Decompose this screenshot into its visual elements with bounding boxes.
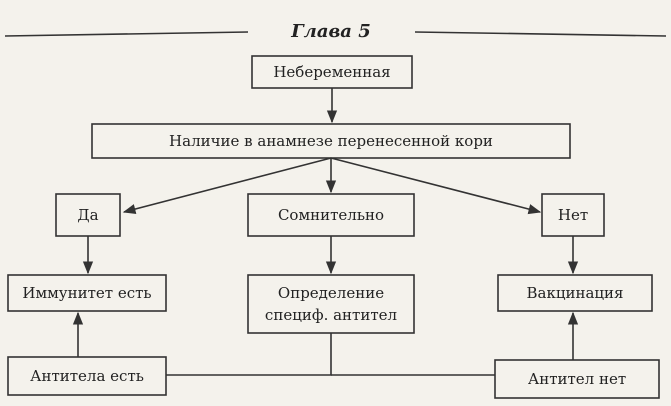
node-antibody-test-label-2: специф. антител xyxy=(265,306,397,324)
node-immunity-present-label: Иммунитет есть xyxy=(22,284,151,302)
node-antibodies-absent-box xyxy=(494,359,660,399)
line-test-to-antibodies-present xyxy=(166,333,332,376)
node-not-pregnant-label: Небеременная xyxy=(273,63,390,81)
node-measles-history-box xyxy=(91,123,571,159)
node-antibodies-present-label: Антитела есть xyxy=(30,367,144,385)
node-yes-label: Да xyxy=(77,206,98,224)
node-measles-history-label: Наличие в анамнезе перенесенной кори xyxy=(169,132,493,150)
node-doubtful-box xyxy=(247,193,415,237)
arrow-history-to-yes xyxy=(122,157,332,215)
node-vaccination-box xyxy=(497,274,653,312)
node-vaccination-label: Вакцинация xyxy=(526,284,623,302)
node-not-pregnant-box xyxy=(251,55,413,89)
node-antibody-test-label-1: Определение xyxy=(278,284,384,302)
node-immunity-present-box xyxy=(7,274,167,312)
header-rule-right xyxy=(414,31,667,37)
node-antibodies-absent-label: Антител нет xyxy=(528,370,626,388)
arrow-history-to-no xyxy=(330,157,542,215)
chapter-title: Глава 5 xyxy=(290,21,371,42)
node-antibodies-present-box xyxy=(7,356,167,396)
node-no-label: Нет xyxy=(558,206,588,224)
header-rule-left xyxy=(4,31,249,37)
node-doubtful-label: Сомнительно xyxy=(278,206,384,224)
